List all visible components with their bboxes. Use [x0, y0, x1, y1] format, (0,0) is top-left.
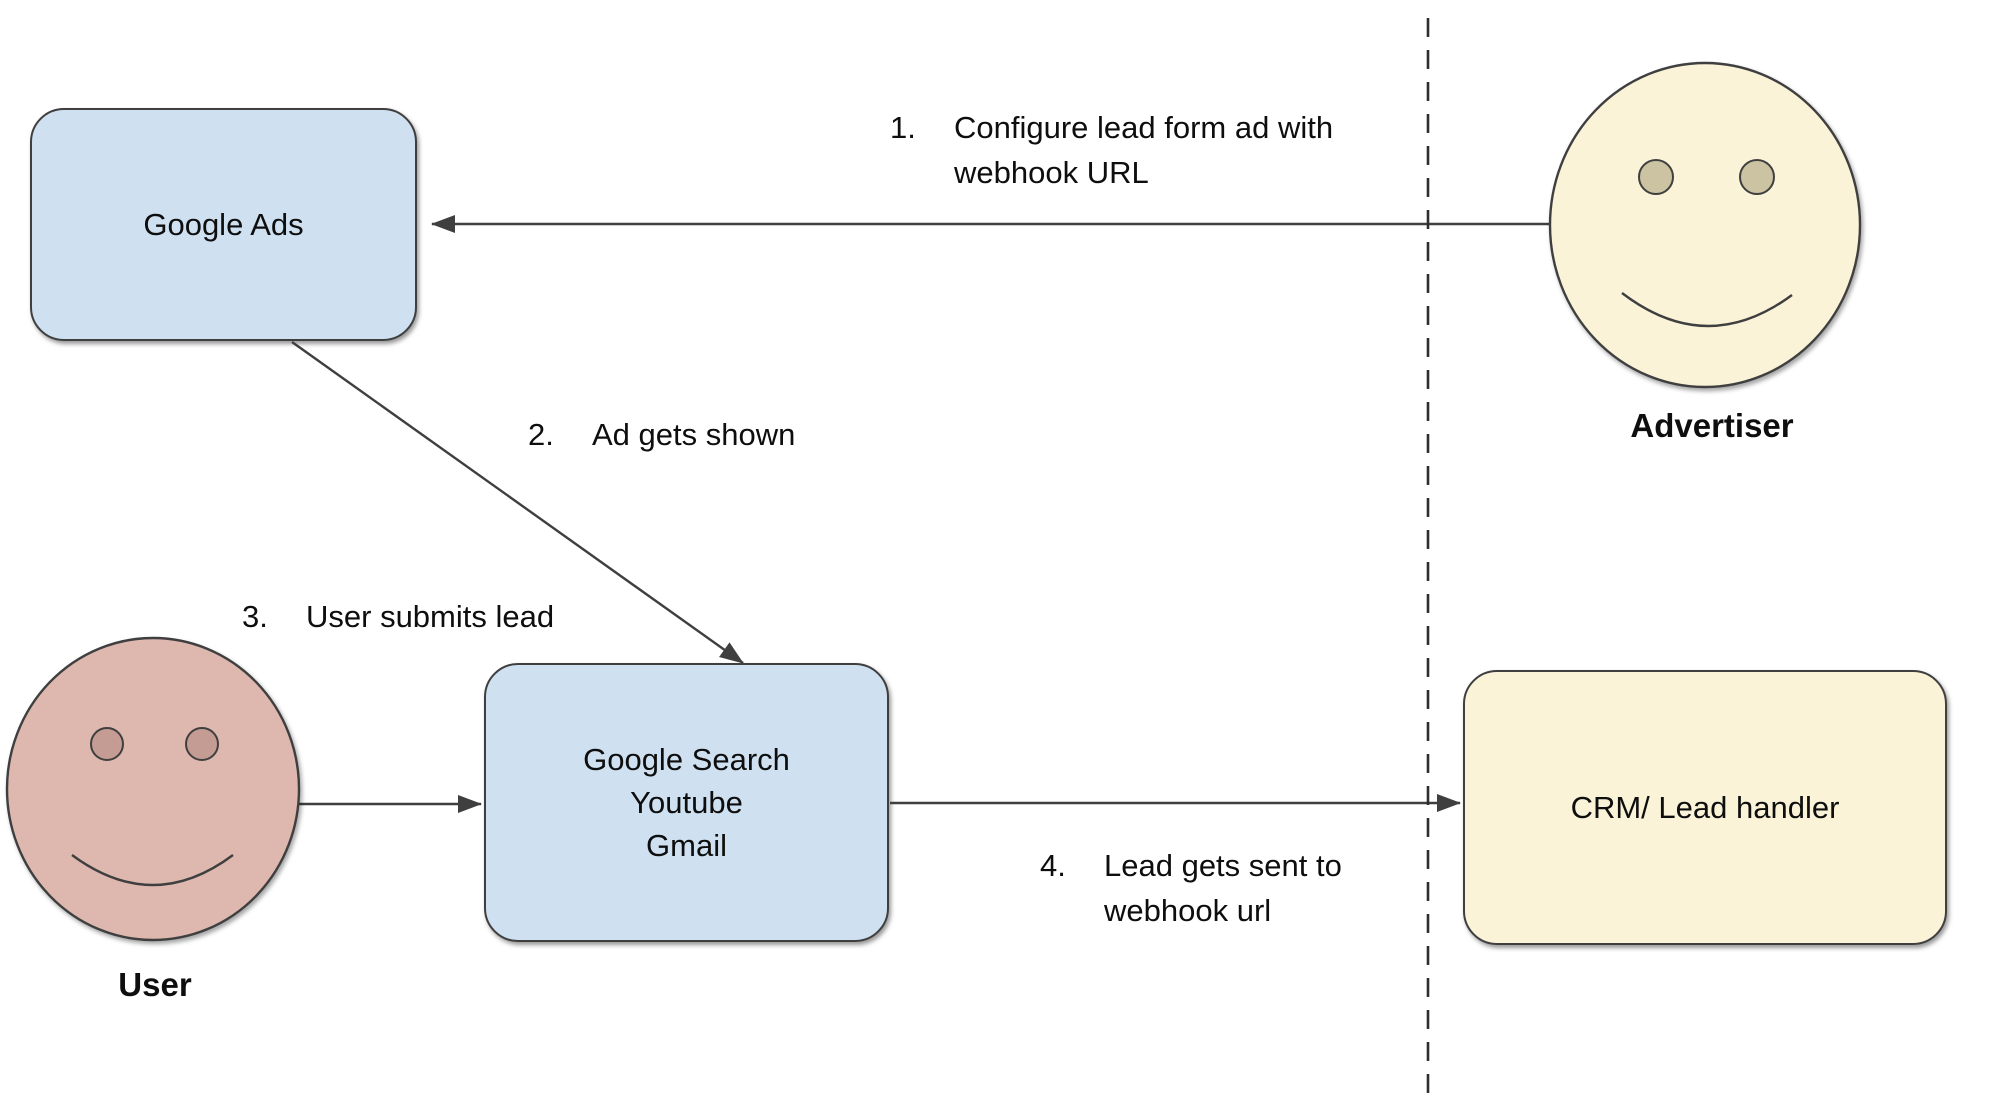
- advertiser-name-label: Advertiser: [1630, 407, 1794, 444]
- step-1-number: 1.: [890, 110, 916, 145]
- step-1-text: Configure lead form ad with webhook URL: [954, 105, 1333, 195]
- step-4-text-line2: webhook url: [1104, 893, 1272, 928]
- step-1-text-line1: Configure lead form ad with: [954, 110, 1334, 145]
- step-4-text-line1: Lead gets sent to: [1104, 848, 1342, 883]
- user-avatar: [5, 636, 301, 942]
- user-left-eye: [90, 727, 124, 761]
- user-name-label: User: [118, 966, 192, 1003]
- step-4-number: 4.: [1040, 848, 1066, 883]
- surfaces-line-youtube: Youtube: [630, 785, 743, 820]
- surfaces-line-gmail: Gmail: [646, 828, 727, 863]
- step-1-label: 1. Configure lead form ad with webhook U…: [890, 105, 1333, 195]
- step-3-number: 3.: [242, 599, 268, 634]
- advertiser-avatar: [1548, 61, 1862, 389]
- step-3-label: 3. User submits lead: [242, 594, 554, 639]
- step-4-label: 4. Lead gets sent to webhook url: [1040, 843, 1342, 933]
- advertiser-smile: [1621, 292, 1793, 328]
- arrow-google-ads-to-surfaces: [291, 341, 744, 664]
- advertiser-face-circle: [1548, 61, 1862, 389]
- google-ads-node-label: Google Ads: [143, 207, 304, 242]
- google-surfaces-node-label: Google Search Youtube Gmail: [583, 738, 790, 867]
- step-2-number: 2.: [528, 417, 554, 452]
- step-1-text-line2: webhook URL: [954, 155, 1149, 190]
- step-3-text: User submits lead: [306, 594, 554, 639]
- user-right-eye: [185, 727, 219, 761]
- step-2-text: Ad gets shown: [592, 412, 795, 457]
- user-smile: [71, 854, 234, 887]
- surfaces-line-google-search: Google Search: [583, 742, 790, 777]
- advertiser-right-eye: [1739, 159, 1775, 195]
- crm-node-label: CRM/ Lead handler: [1570, 790, 1840, 825]
- advertiser-left-eye: [1638, 159, 1674, 195]
- step-2-text-line1: Ad gets shown: [592, 417, 796, 452]
- google-surfaces-node: Google Search Youtube Gmail: [484, 663, 889, 942]
- step-2-label: 2. Ad gets shown: [528, 412, 795, 457]
- google-ads-node: Google Ads: [30, 108, 417, 341]
- user-face-circle: [5, 636, 301, 942]
- crm-lead-handler-node: CRM/ Lead handler: [1463, 670, 1947, 945]
- step-4-text: Lead gets sent to webhook url: [1104, 843, 1342, 933]
- step-3-text-line1: User submits lead: [306, 599, 555, 634]
